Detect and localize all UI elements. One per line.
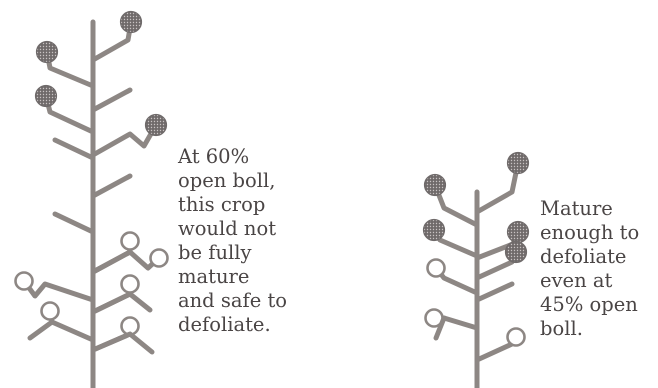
- plant-branch: [24, 281, 93, 300]
- plant-branch: [93, 294, 150, 312]
- closed-boll: [424, 220, 445, 241]
- caption-line: mature: [178, 265, 287, 289]
- plant-branch: [93, 90, 130, 110]
- caption-60-percent-open-boll: At 60% open boll, this crop would not be…: [178, 145, 287, 337]
- open-boll: [42, 303, 59, 320]
- caption-line: be fully: [178, 241, 287, 265]
- open-boll: [428, 260, 445, 277]
- closed-boll: [36, 86, 57, 107]
- closed-boll: [506, 242, 527, 263]
- open-boll: [508, 329, 525, 346]
- caption-line: enough to: [540, 221, 639, 245]
- plant-branch: [93, 252, 159, 272]
- caption-line: boll.: [540, 317, 639, 341]
- caption-line: open boll,: [178, 169, 287, 193]
- plant-branch: [93, 176, 130, 196]
- caption-line: and safe to: [178, 289, 287, 313]
- plant-branch: [93, 334, 152, 352]
- plant-branch: [55, 214, 93, 232]
- closed-boll: [508, 153, 529, 174]
- open-boll: [151, 250, 168, 267]
- caption-line: 45% open: [540, 293, 639, 317]
- closed-boll: [37, 42, 58, 63]
- open-boll: [122, 276, 139, 293]
- plant-branch: [477, 284, 512, 300]
- caption-line: At 60%: [178, 145, 287, 169]
- cotton-plant-45-percent: [424, 153, 529, 388]
- closed-boll: [121, 12, 142, 33]
- caption-line: defoliate: [540, 245, 639, 269]
- closed-boll: [425, 175, 446, 196]
- caption-45-percent-open-boll: Mature enough to defoliate even at 45% o…: [540, 197, 639, 341]
- caption-line: even at: [540, 269, 639, 293]
- open-boll: [16, 273, 33, 290]
- plant-branch: [55, 140, 93, 158]
- caption-line: would not: [178, 217, 287, 241]
- plant-branch: [30, 322, 52, 338]
- caption-line: Mature: [540, 197, 639, 221]
- caption-line: this crop: [178, 193, 287, 217]
- closed-boll: [508, 222, 529, 243]
- caption-line: defoliate.: [178, 313, 287, 337]
- cotton-plant-60-percent: [16, 12, 168, 388]
- closed-boll: [146, 115, 167, 136]
- open-boll: [122, 233, 139, 250]
